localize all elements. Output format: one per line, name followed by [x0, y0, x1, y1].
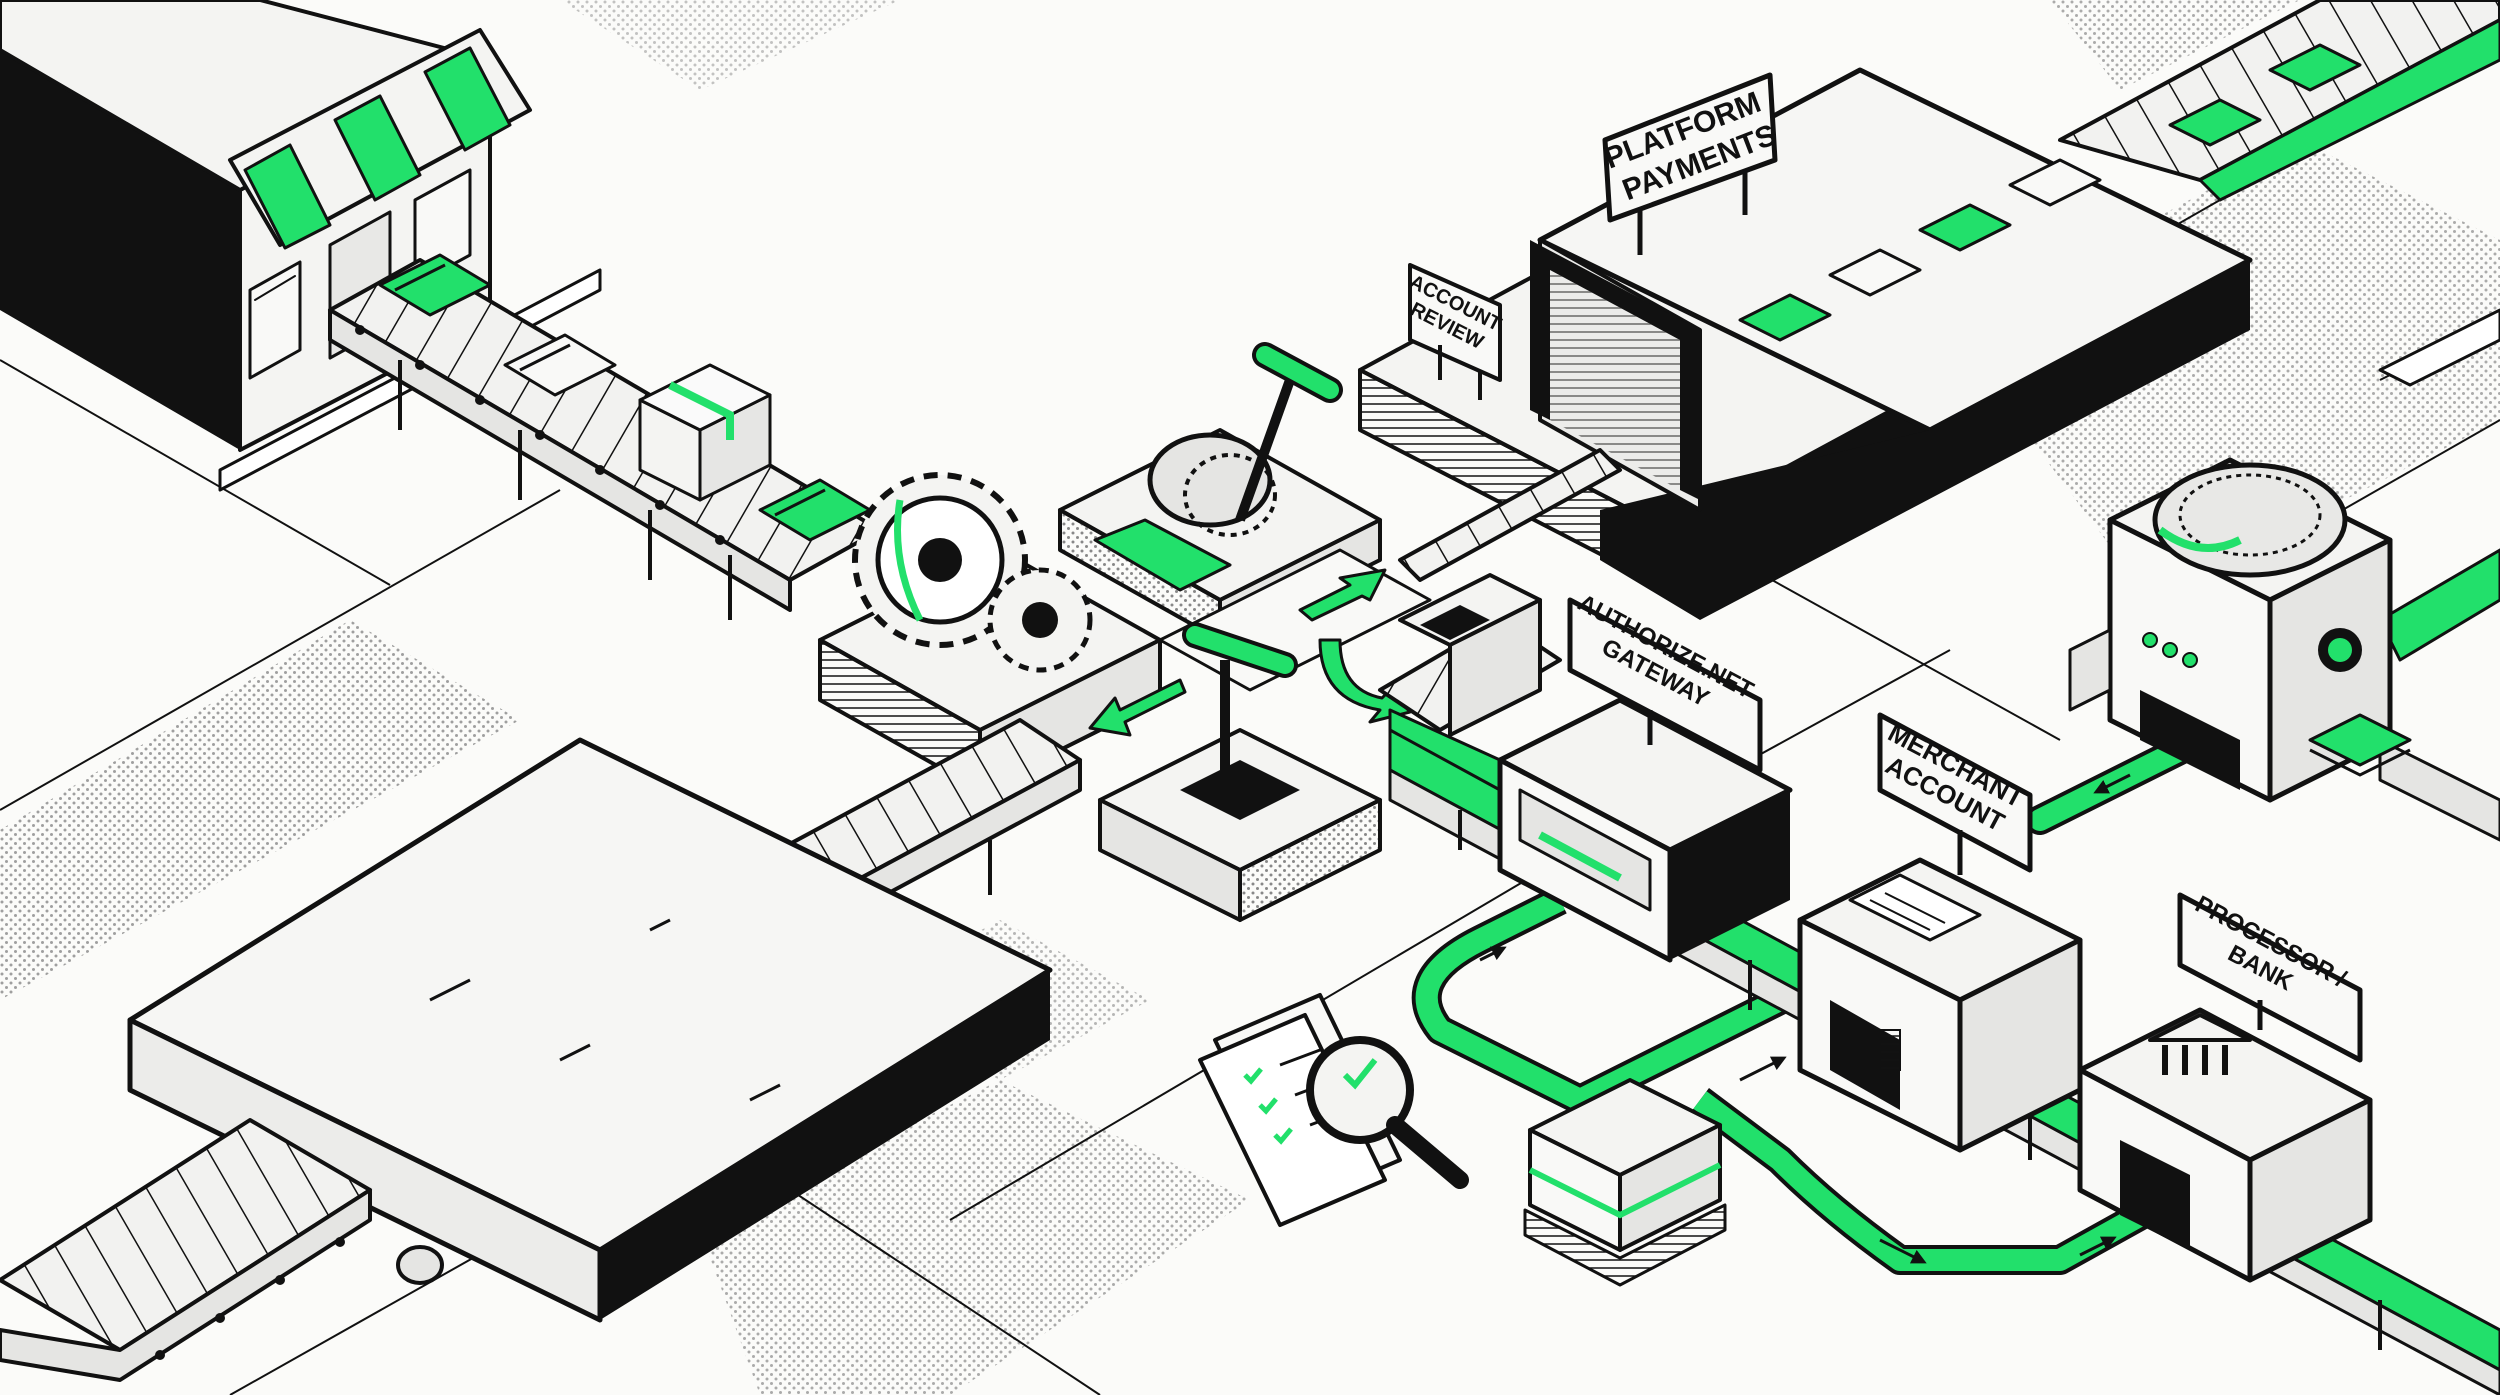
processor-bank-building — [2077, 1007, 2373, 1283]
lever-icon — [1182, 622, 1298, 785]
vault-side-tray — [2068, 628, 2112, 712]
magnifying-glass-icon — [1306, 1036, 1469, 1189]
gateway-machine — [1497, 697, 1793, 963]
conveyor-belt-storefront — [328, 258, 882, 620]
platform-payments-station — [1358, 67, 2253, 620]
bank-building-icon — [2148, 1013, 2252, 1075]
cash-stack-icon — [2308, 713, 2412, 777]
conveyor-belt-bottom-left — [0, 1118, 372, 1382]
green-flow-path — [1411, 735, 2195, 1275]
lever-station-bottom — [1098, 622, 1382, 922]
floor-tile-edge — [2378, 308, 2500, 387]
merchant-account-machine — [1797, 857, 2083, 1153]
credit-card-icon — [378, 253, 492, 317]
credit-card-icon — [2168, 43, 2362, 147]
vault-safe-icon — [2107, 457, 2393, 803]
scanner-machine — [1398, 573, 1542, 737]
package-box-icon — [638, 363, 772, 502]
package-box-icon — [1523, 1078, 1727, 1287]
gear-icon — [852, 472, 1028, 648]
lever-icon — [1235, 342, 1343, 522]
sign-merchant-account: MERCHANT ACCOUNT — [1877, 712, 2033, 875]
credit-card-icon — [503, 333, 617, 397]
gear-icon — [987, 567, 1093, 673]
conveyor-belt-top-right — [2058, 0, 2500, 202]
credit-card-icon — [1738, 158, 2102, 342]
blank-platform — [127, 737, 1053, 1323]
